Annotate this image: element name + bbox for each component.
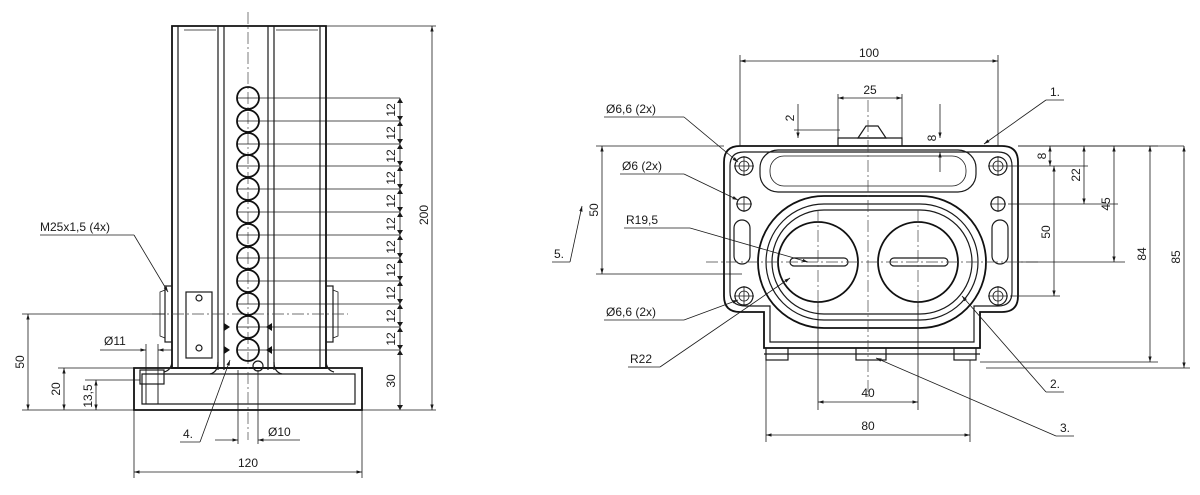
dim-12: 12	[384, 217, 398, 231]
dim-50-right: 50	[1039, 225, 1053, 239]
item-3-label: 3.	[1060, 421, 1070, 435]
dim-45: 45	[1099, 197, 1113, 211]
dim-12: 12	[384, 286, 398, 300]
item-5-label: 5.	[554, 247, 564, 261]
dim-100: 100	[859, 46, 879, 60]
dim-50: 50	[13, 355, 27, 369]
dim-12: 12	[384, 240, 398, 254]
hole-66-bottom-label: Ø6,6 (2x)	[606, 305, 656, 319]
dim-120: 120	[238, 456, 258, 470]
dim-2: 2	[783, 114, 797, 121]
dim-12: 12	[384, 309, 398, 323]
top-view: 100 25 2 8 8 22 50 45 84 85 50 40	[552, 46, 1190, 442]
dim-80: 80	[861, 419, 875, 433]
dim-13-5: 13,5	[81, 384, 95, 408]
dim-12: 12	[384, 263, 398, 277]
item-1-label: 1.	[1050, 85, 1060, 99]
dim-12: 12	[384, 194, 398, 208]
dim-22: 22	[1069, 168, 1083, 182]
dim-20: 20	[49, 382, 63, 396]
r22-label: R22	[630, 352, 652, 366]
thread-label: M25x1,5 (4x)	[40, 220, 110, 234]
dim-12: 12	[384, 149, 398, 163]
dim-200: 200	[417, 205, 431, 225]
hole-66-top-label: Ø6,6 (2x)	[606, 102, 656, 116]
side-view: 12 12 12 12 12 12 12 12 12 12 12 30 200 …	[13, 12, 436, 478]
dim-50-left: 50	[587, 203, 601, 217]
dim-12: 12	[384, 103, 398, 117]
dim-d10: Ø10	[268, 425, 291, 439]
dim-30: 30	[384, 374, 398, 388]
dim-85: 85	[1169, 250, 1183, 264]
dim-25: 25	[863, 83, 877, 97]
dim-8-side: 8	[1035, 152, 1049, 159]
dim-d11: Ø11	[104, 334, 126, 348]
dim-40: 40	[861, 386, 875, 400]
r195-label: R19,5	[626, 213, 658, 227]
dim-12: 12	[384, 171, 398, 185]
dim-12: 12	[384, 332, 398, 346]
dim-8-top: 8	[925, 134, 939, 141]
item-4-label: 4.	[183, 427, 193, 441]
item-2-label: 2.	[1050, 377, 1060, 391]
dim-12: 12	[384, 126, 398, 140]
hole-6-label: Ø6 (2x)	[622, 159, 662, 173]
dim-84: 84	[1135, 247, 1149, 261]
mount-holes	[734, 156, 1008, 306]
